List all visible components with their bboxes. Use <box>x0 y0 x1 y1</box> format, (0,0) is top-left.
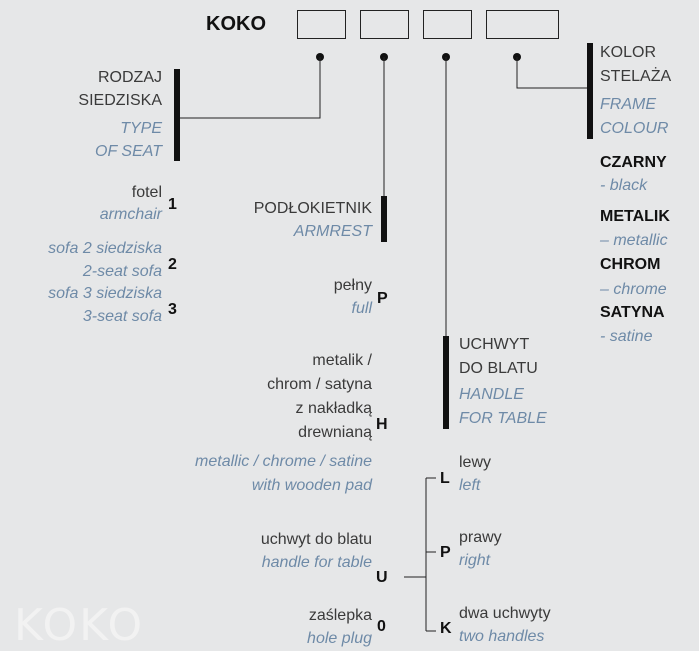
armrest-item-pl: drewnianą <box>298 424 372 441</box>
seat-item-code: 1 <box>168 196 177 213</box>
frame-colour-en: – chrome <box>600 281 667 298</box>
armrest-item-pl: z nakładką <box>295 400 373 417</box>
seat-item-en: armchair <box>99 206 162 223</box>
handle-item-code: L <box>440 470 450 487</box>
code-box-seat <box>297 10 346 39</box>
armrest-item-code: 0 <box>377 618 386 635</box>
frame-colour-name: METALIK <box>600 208 670 225</box>
frame-colour-en: - satine <box>600 328 653 345</box>
handle-item-pl: dwa uchwyty <box>459 605 551 622</box>
handle-label-en-1: HANDLE <box>459 386 524 403</box>
frame-label-en-2: COLOUR <box>600 120 669 137</box>
handle-item-pl: prawy <box>459 529 502 546</box>
armrest-item-pl: metalik / <box>312 352 372 369</box>
seat-label-pl-2: SIEDZISKA <box>78 92 162 109</box>
armrest-label-pl: PODŁOKIETNIK <box>253 200 372 217</box>
handle-item-code: K <box>440 620 452 637</box>
handle-item-pl: lewy <box>459 454 492 471</box>
seat-label-en-1: TYPE <box>120 120 162 137</box>
seat-item-code: 3 <box>168 301 177 318</box>
seat-item-en: 3-seat sofa <box>82 308 162 325</box>
code-box-handle <box>423 10 472 39</box>
handle-item-en: right <box>459 552 491 569</box>
armrest-item-en: full <box>351 300 372 317</box>
seat-item-pl: sofa 3 siedziska <box>48 285 162 302</box>
handle-label-en-2: FOR TABLE <box>459 410 547 427</box>
armrest-item-code: P <box>377 290 388 307</box>
frame-colour-name: CZARNY <box>600 154 667 171</box>
frame-label-pl-1: KOLOR <box>600 44 657 61</box>
code-box-frame <box>486 10 559 39</box>
frame-colour-name: CHROM <box>600 256 661 273</box>
seat-item-pl: sofa 2 siedziska <box>48 240 162 257</box>
frame-colour-en: – metallic <box>600 232 668 249</box>
seat-label-pl-1: RODZAJ <box>98 69 162 86</box>
code-box-armrest <box>360 10 409 39</box>
armrest-item-pl: zaślepka <box>308 607 372 624</box>
armrest-item-pl: chrom / satyna <box>267 376 372 393</box>
handle-label-pl-1: UCHWYT <box>459 336 530 353</box>
watermark-logo: KOKO <box>14 600 145 651</box>
product-title: KOKO <box>206 13 266 35</box>
seat-item-pl: fotel <box>131 184 162 201</box>
handle-label-pl-2: DO BLATU <box>459 360 538 377</box>
armrest-item-en: metallic / chrome / satine <box>195 453 372 470</box>
armrest-label-en: ARMREST <box>293 223 372 240</box>
armrest-item-pl: pełny <box>333 277 372 294</box>
seat-item-en: 2-seat sofa <box>82 263 162 280</box>
frame-colour-en: - black <box>600 177 648 194</box>
frame-colour-name: SATYNA <box>600 304 665 321</box>
armrest-item-code: U <box>376 569 388 586</box>
seat-item-code: 2 <box>168 256 177 273</box>
armrest-item-en: with wooden pad <box>251 477 372 494</box>
seat-label-en-2: OF SEAT <box>95 143 162 160</box>
armrest-item-pl: uchwyt do blatu <box>260 531 372 548</box>
handle-item-en: left <box>459 477 481 494</box>
armrest-item-code: H <box>376 416 388 433</box>
handle-item-code: P <box>440 544 451 561</box>
frame-label-en-1: FRAME <box>600 96 656 113</box>
handle-item-en: two handles <box>459 628 545 645</box>
armrest-item-en: hole plug <box>307 630 372 647</box>
armrest-item-en: handle for table <box>261 554 372 571</box>
frame-label-pl-2: STELAŻA <box>600 68 672 85</box>
